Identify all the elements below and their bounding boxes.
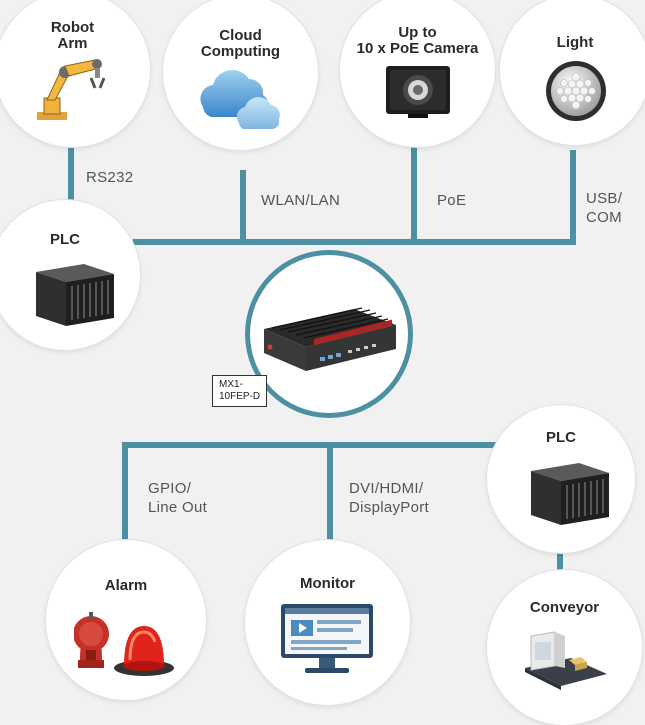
dvi-label-line2: DisplayPort [349,499,429,516]
camera-link [411,145,417,242]
plc-box-icon [36,264,114,326]
plc-left-node: PLC [0,200,140,350]
center-device-node: MX1- 10FEP-D [212,255,408,413]
robot-arm-title: Robot Arm [0,20,150,52]
gpio-label: GPIO/ Line Out [148,479,207,517]
dvi-label: DVI/HDMI/ DisplayPort [349,479,429,517]
usb-com-label-line2: COM [586,209,622,226]
plc-conveyor-link [557,540,563,580]
top-bus-line [133,239,576,245]
plc-right-node: PLC [487,405,635,553]
light-link [570,150,576,242]
robot-arm-link [68,148,74,212]
device-model-line1: MX1- [219,379,243,390]
alarm-title: Alarm [104,577,148,594]
fanless-pc-icon [264,307,396,371]
gpio-label-line2: Line Out [148,499,208,516]
monitor-node: Monitor [245,540,410,705]
poe-camera-node: Up to 10 x PoE Camera [340,0,495,147]
cloud-link [240,170,246,242]
conveyor-icon [525,631,607,690]
robot-arm-title-line2: Arm [57,35,88,52]
bottom-bus-line [122,442,502,448]
cloud-title-line2: Computing [200,43,281,60]
conveyor-title: Conveyor [529,599,600,616]
cloud-title-line1: Cloud [219,27,262,44]
camera-icon [386,66,450,118]
robot-arm-title-line1: Robot [50,19,95,36]
dvi-label-line1: DVI/HDMI/ [349,480,424,497]
light-title: Light [556,34,594,51]
usb-com-label: USB/ COM [586,189,622,227]
robot-arm-node: Robot Arm [0,0,150,147]
monitor-icon [281,604,373,673]
cloud-icon [200,70,280,129]
robot-arm-icon [37,59,106,120]
monitor-title: Monitor [300,575,355,592]
cloud-computing-node: Cloud Computing [163,0,318,150]
light-node: Light [500,0,645,145]
poe-label: PoE [437,192,467,209]
rs232-label: RS232 [86,169,134,186]
plc-left-title: PLC [50,231,80,248]
device-model-line2: 10FEP-D [219,391,261,402]
gpio-label-line1: GPIO/ [148,480,192,497]
light-icon [546,61,606,121]
device-model-tag: MX1- 10FEP-D [212,375,268,407]
poe-camera-title: Up to 10 x PoE Camera [340,25,495,57]
conveyor-node: Conveyor [487,570,642,725]
plc-right-title: PLC [546,429,576,446]
camera-title-line1: Up to [398,24,437,41]
usb-com-label-line1: USB/ [586,190,623,207]
plc-box-icon [531,463,609,525]
alarm-node: Alarm [46,540,206,700]
camera-title-line2: 10 x PoE Camera [356,40,479,57]
alarm-link [122,442,128,547]
alarm-icon [74,612,174,676]
monitor-link [327,442,333,547]
wlan-lan-label: WLAN/LAN [261,192,341,209]
cloud-computing-title: Cloud Computing [163,28,318,60]
